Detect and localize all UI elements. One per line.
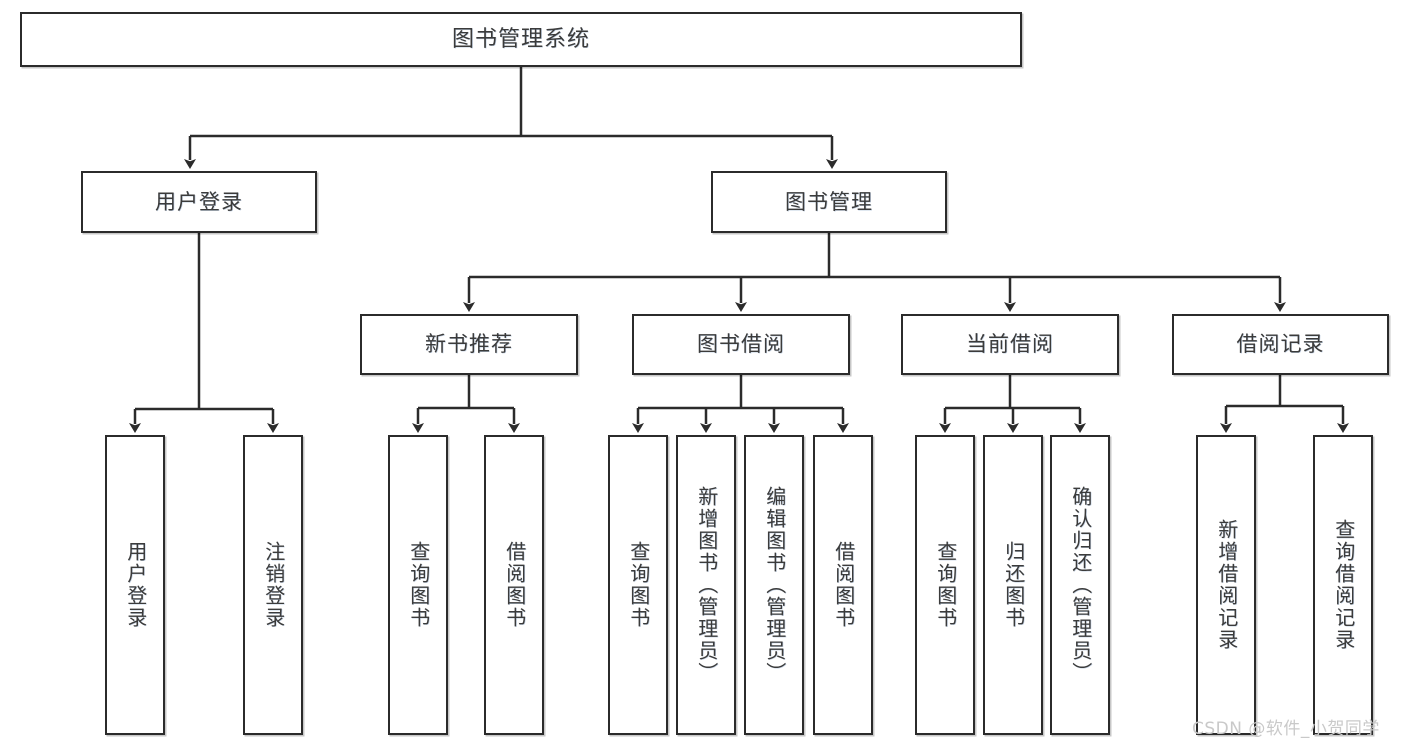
node-root[interactable]: 图书管理系统 <box>20 12 1022 67</box>
leaf-query-borrow-record-label: 查询借阅记录 <box>1331 519 1356 651</box>
leaf-query-book-borrow-label: 查询图书 <box>626 541 651 629</box>
leaf-borrow-book-recommend-label: 借阅图书 <box>502 541 527 629</box>
node-current-borrow[interactable]: 当前借阅 <box>901 314 1119 375</box>
leaf-query-book-current[interactable]: 查询图书 <box>915 435 975 735</box>
node-book-borrow-label: 图书借阅 <box>697 332 785 357</box>
leaf-query-book-recommend-label: 查询图书 <box>406 541 431 629</box>
node-borrow-records-label: 借阅记录 <box>1236 332 1325 357</box>
leaf-query-book-recommend[interactable]: 查询图书 <box>388 435 448 735</box>
leaf-logout-label: 注销登录 <box>261 541 286 629</box>
leaf-edit-book-admin[interactable]: 编辑图书（管理员） <box>744 435 804 735</box>
leaf-edit-book-admin-label: 编辑图书（管理员） <box>762 486 787 684</box>
leaf-add-borrow-record-label: 新增借阅记录 <box>1214 519 1239 651</box>
leaf-logout[interactable]: 注销登录 <box>243 435 303 735</box>
leaf-add-book-admin[interactable]: 新增图书（管理员） <box>676 435 736 735</box>
node-new-book-recommend[interactable]: 新书推荐 <box>360 314 578 375</box>
leaf-query-book-borrow[interactable]: 查询图书 <box>608 435 668 735</box>
leaf-borrow-book-label: 借阅图书 <box>831 541 856 629</box>
node-root-label: 图书管理系统 <box>451 26 590 52</box>
leaf-confirm-return-admin-label: 确认归还（管理员） <box>1068 486 1093 684</box>
node-borrow-records[interactable]: 借阅记录 <box>1172 314 1389 375</box>
node-user-login[interactable]: 用户登录 <box>81 171 317 233</box>
leaf-borrow-book-recommend[interactable]: 借阅图书 <box>484 435 544 735</box>
csdn-watermark: CSDN @软件_小贺同学 <box>1192 719 1380 739</box>
node-book-borrow[interactable]: 图书借阅 <box>632 314 850 375</box>
leaf-add-borrow-record[interactable]: 新增借阅记录 <box>1196 435 1256 735</box>
node-new-book-recommend-label: 新书推荐 <box>425 332 513 357</box>
leaf-confirm-return-admin[interactable]: 确认归还（管理员） <box>1050 435 1110 735</box>
leaf-return-book[interactable]: 归还图书 <box>983 435 1043 735</box>
node-book-management-label: 图书管理 <box>785 189 873 214</box>
leaf-add-book-admin-label: 新增图书（管理员） <box>694 486 719 684</box>
node-user-login-label: 用户登录 <box>155 189 243 214</box>
leaf-query-book-current-label: 查询图书 <box>933 541 958 629</box>
leaf-user-login[interactable]: 用户登录 <box>105 435 165 735</box>
leaf-borrow-book[interactable]: 借阅图书 <box>813 435 873 735</box>
node-current-borrow-label: 当前借阅 <box>966 332 1054 357</box>
leaf-user-login-label: 用户登录 <box>123 541 148 629</box>
node-book-management[interactable]: 图书管理 <box>711 171 947 233</box>
leaf-query-borrow-record[interactable]: 查询借阅记录 <box>1313 435 1373 735</box>
leaf-return-book-label: 归还图书 <box>1001 541 1026 629</box>
